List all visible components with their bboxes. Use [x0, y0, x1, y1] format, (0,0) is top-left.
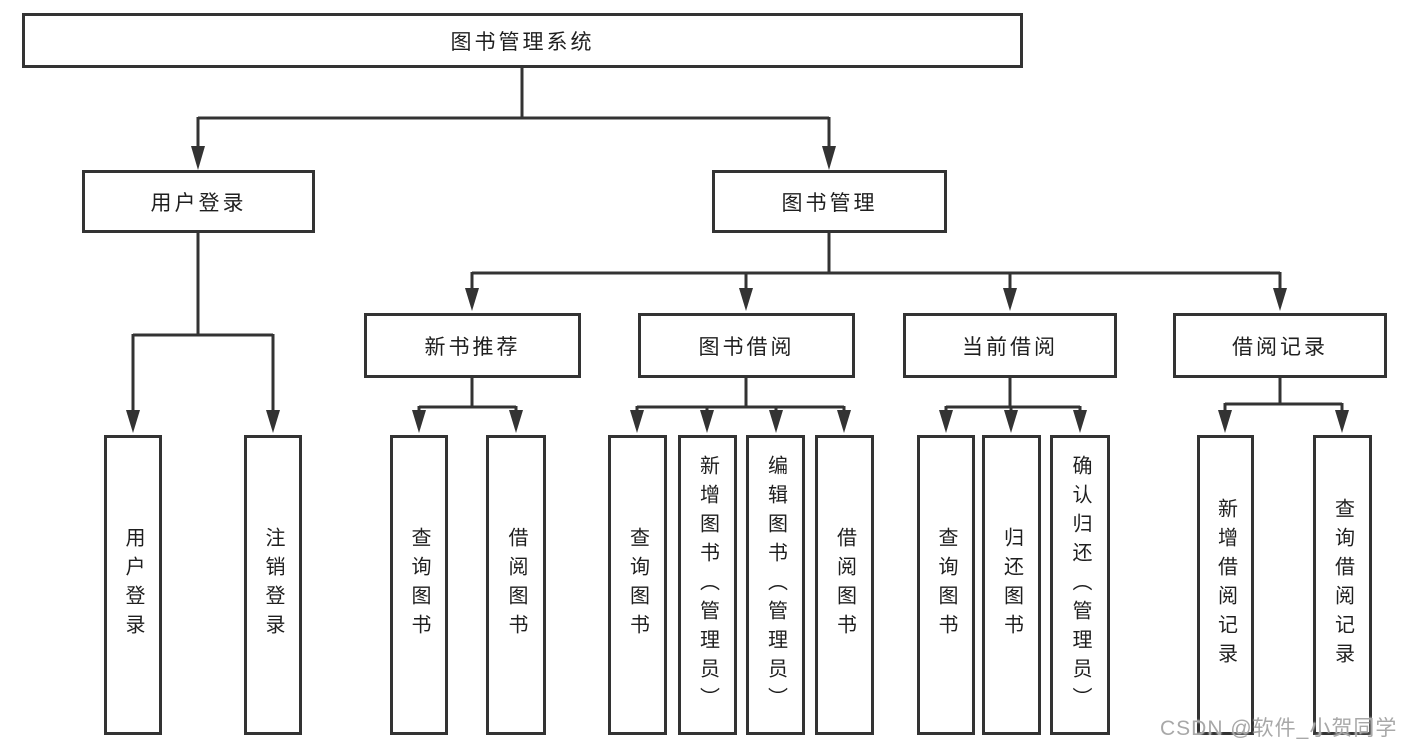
node-new-book-recommend-label: 新书推荐: [424, 335, 521, 359]
leaf-user-login: 用户登录: [104, 435, 162, 735]
leaf-edit-books-admin-label: 编辑图书（管理员）: [764, 454, 787, 716]
leaf-query-borrow-record-label: 查询借阅记录: [1331, 498, 1354, 672]
csdn-watermark: CSDN @软件_小贺同学: [1160, 717, 1398, 740]
leaf-query-borrow-record: 查询借阅记录: [1313, 435, 1372, 735]
leaf-borrow-query-books-label: 查询图书: [626, 527, 649, 643]
node-user-login: 用户登录: [82, 170, 315, 233]
leaf-recommend-query-books: 查询图书: [390, 435, 448, 735]
node-book-borrow-label: 图书借阅: [698, 335, 795, 359]
leaf-add-books-admin: 新增图书（管理员）: [678, 435, 737, 735]
leaf-return-books-label: 归还图书: [1000, 527, 1023, 643]
leaf-borrow-books-label: 借阅图书: [833, 527, 856, 643]
leaf-confirm-return-admin: 确认归还（管理员）: [1050, 435, 1110, 735]
node-book-management: 图书管理: [712, 170, 947, 233]
leaf-logout-label: 注销登录: [262, 527, 284, 643]
leaf-logout: 注销登录: [244, 435, 302, 735]
leaf-confirm-return-admin-label: 确认归还（管理员）: [1069, 454, 1091, 716]
root-node-label: 图书管理系统: [450, 30, 595, 54]
leaf-add-books-admin-label: 新增图书（管理员）: [696, 454, 719, 716]
leaf-user-login-label: 用户登录: [122, 527, 144, 643]
node-book-borrow: 图书借阅: [638, 313, 855, 378]
leaf-recommend-borrow-books: 借阅图书: [486, 435, 546, 735]
leaf-recommend-borrow-books-label: 借阅图书: [505, 527, 527, 643]
node-current-borrow: 当前借阅: [903, 313, 1117, 378]
node-current-borrow-label: 当前借阅: [962, 335, 1058, 359]
node-borrow-records: 借阅记录: [1173, 313, 1387, 378]
leaf-add-borrow-record-label: 新增借阅记录: [1214, 498, 1237, 672]
leaf-current-query-books-label: 查询图书: [935, 527, 957, 643]
root-node-library-system: 图书管理系统: [22, 13, 1023, 68]
leaf-edit-books-admin: 编辑图书（管理员）: [746, 435, 805, 735]
leaf-add-borrow-record: 新增借阅记录: [1197, 435, 1254, 735]
leaf-return-books: 归还图书: [982, 435, 1041, 735]
leaf-borrow-query-books: 查询图书: [608, 435, 667, 735]
node-borrow-records-label: 借阅记录: [1232, 335, 1328, 359]
leaf-recommend-query-books-label: 查询图书: [408, 527, 430, 643]
node-book-management-label: 图书管理: [781, 191, 878, 215]
node-new-book-recommend: 新书推荐: [364, 313, 581, 378]
node-user-login-label: 用户登录: [150, 191, 247, 215]
arrowheads: [126, 146, 1349, 433]
leaf-current-query-books: 查询图书: [917, 435, 975, 735]
leaf-borrow-books: 借阅图书: [815, 435, 874, 735]
